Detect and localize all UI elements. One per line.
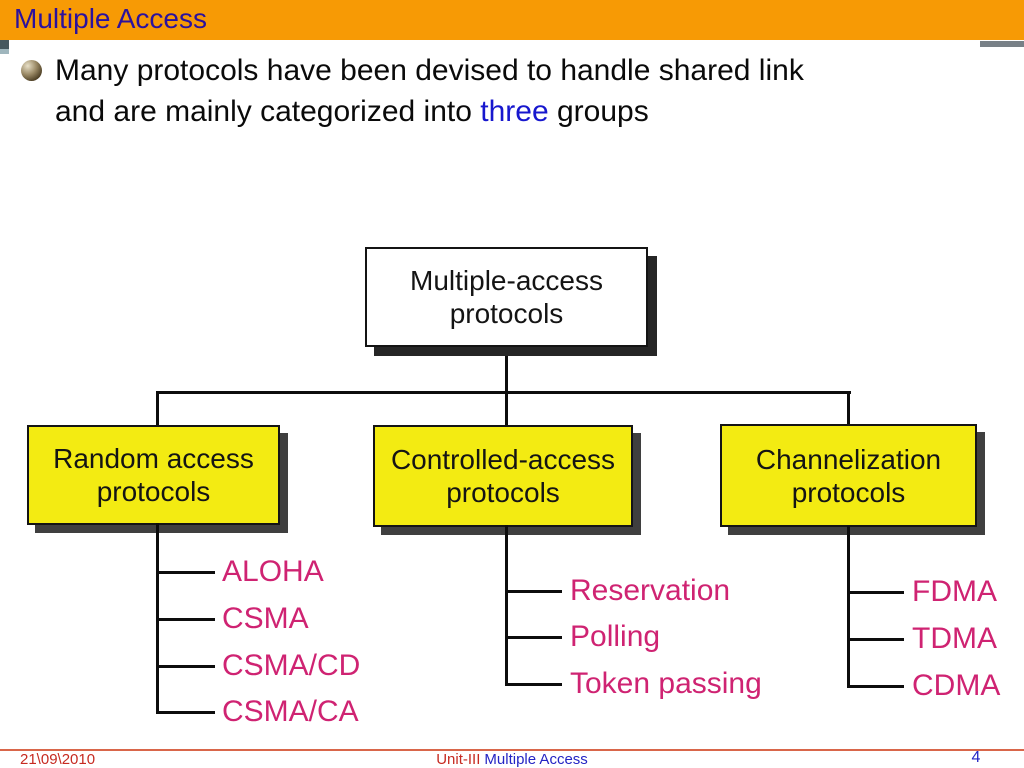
leaf-tick <box>850 591 904 594</box>
title-bar: Multiple Access <box>0 0 1024 40</box>
leaf-item-csma-cd: CSMA/CD <box>222 649 361 682</box>
node-label-line: Controlled-access <box>390 444 616 475</box>
leaf-item-csma: CSMA <box>222 602 309 635</box>
node-channelization-protocols: Channelization protocols <box>720 424 977 527</box>
branch-stem-channelization <box>847 526 850 688</box>
connector-root-stem <box>505 347 508 394</box>
node-label-line: protocols <box>449 298 564 329</box>
leaf-item-polling: Polling <box>570 620 661 653</box>
branch-stem-random <box>156 523 159 714</box>
leaf-tick <box>159 665 215 668</box>
footer-date: 21\09\2010 <box>20 751 96 768</box>
bullet-line-2-highlight: three <box>480 95 549 128</box>
connector-stub-random <box>156 391 159 427</box>
bullet-line-2-prefix: and are mainly categorized into <box>55 95 481 128</box>
leaf-item-cdma: CDMA <box>912 669 1001 702</box>
titlebar-shadow-decoration <box>980 41 1024 47</box>
bullet-icon <box>21 60 42 81</box>
connector-main-horizontal <box>156 391 851 394</box>
leaf-tick <box>850 638 904 641</box>
branch-stem-controlled <box>505 525 508 686</box>
footer-page-number: 4 <box>971 749 981 766</box>
node-multiple-access-protocols: Multiple-access protocols <box>365 247 648 347</box>
connector-stub-channelization <box>847 391 850 427</box>
leaf-tick <box>159 618 215 621</box>
node-label-line: Random access <box>53 443 254 474</box>
connector-stub-controlled <box>505 391 508 427</box>
leaf-tick <box>508 636 562 639</box>
node-label-line: protocols <box>791 476 906 508</box>
node-random-access-protocols: Random access protocols <box>27 425 280 525</box>
node-controlled-access-protocols: Controlled-access protocols <box>373 425 633 527</box>
footer-course: Multiple Access <box>484 751 588 768</box>
leaf-item-aloha: ALOHA <box>222 555 324 588</box>
leaf-tick <box>508 683 562 686</box>
node-label-line: Multiple-access <box>410 265 603 296</box>
bullet-line-2-suffix: groups <box>548 95 649 128</box>
leaf-item-tdma: TDMA <box>912 622 997 655</box>
page-title: Multiple Access <box>14 3 207 34</box>
node-label-line: protocols <box>96 476 211 507</box>
leaf-tick <box>850 685 904 688</box>
bullet-line-1: Many protocols have been devised to hand… <box>55 54 804 87</box>
bullet-paragraph: Many protocols have been devised to hand… <box>55 50 985 132</box>
leaf-item-reservation: Reservation <box>570 574 731 607</box>
node-label-line: protocols <box>446 477 560 508</box>
footer-unit: Unit-III <box>436 751 481 768</box>
left-edge-decoration <box>0 40 9 54</box>
leaf-item-csma-ca: CSMA/CA <box>222 695 359 728</box>
leaf-item-token-passing: Token passing <box>570 667 762 700</box>
node-label-line: Channelization <box>755 443 942 475</box>
footer-divider <box>0 749 1024 751</box>
leaf-tick <box>508 590 562 593</box>
leaf-tick <box>159 571 215 574</box>
leaf-tick <box>159 711 215 714</box>
leaf-item-fdma: FDMA <box>912 575 997 608</box>
